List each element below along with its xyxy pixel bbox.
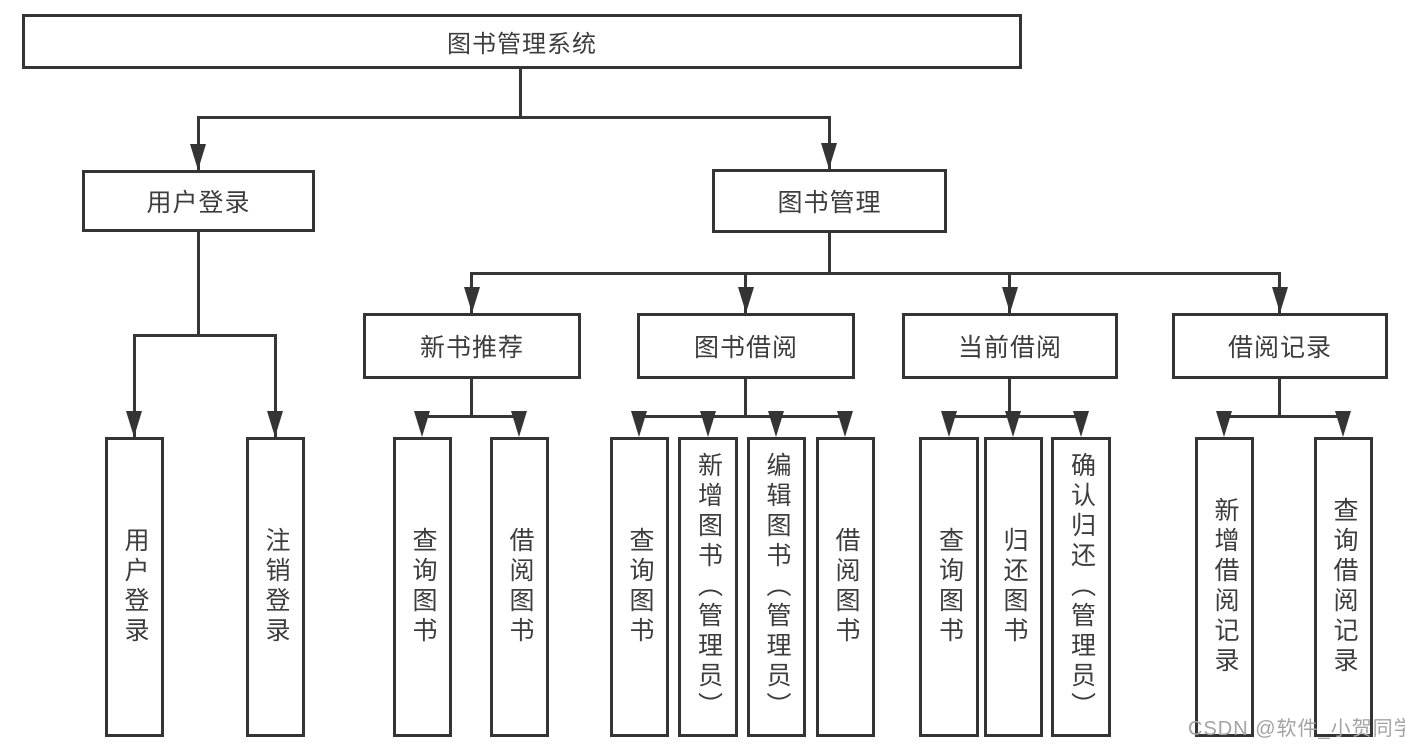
connector-user-login-stem — [197, 231, 200, 336]
node-borrow-records-label: 借阅记录 — [1227, 334, 1332, 362]
arrowhead-borrow-records — [1272, 287, 1288, 313]
connector-book-borrow-bar — [638, 415, 847, 418]
node-leaf-return-book-label: 归还图书 — [1000, 527, 1028, 647]
node-current-borrow-label: 当前借阅 — [957, 334, 1062, 362]
arrowhead-new-book-rec — [464, 287, 480, 313]
node-leaf-user-login-label: 用户登录 — [121, 527, 149, 647]
node-leaf-confirm-return: 确认归还（管理员） — [1051, 437, 1111, 737]
connector-borrow-records-bar — [1223, 415, 1345, 418]
arrowhead-borrow-book-borrow — [837, 411, 853, 437]
node-root: 图书管理系统 — [22, 14, 1022, 69]
node-leaf-add-book-label: 新增图书（管理员） — [694, 452, 723, 722]
node-leaf-logout: 注销登录 — [246, 437, 305, 737]
connector-book-mgmt-stem — [828, 232, 831, 274]
node-leaf-borrow-book-rec-label: 借阅图书 — [506, 527, 534, 647]
node-leaf-query-borrow-record: 查询借阅记录 — [1314, 437, 1373, 737]
node-user-login-label: 用户登录 — [146, 189, 251, 217]
node-leaf-query-book-current: 查询图书 — [919, 437, 979, 737]
node-new-book-rec-label: 新书推荐 — [419, 334, 524, 362]
node-new-book-rec: 新书推荐 — [363, 313, 581, 379]
node-leaf-return-book: 归还图书 — [984, 437, 1043, 737]
node-leaf-add-borrow-record-label: 新增借阅记录 — [1211, 497, 1239, 677]
node-book-mgmt-label: 图书管理 — [777, 189, 882, 217]
node-leaf-borrow-book-borrow-label: 借阅图书 — [832, 527, 860, 647]
arrowhead-query-book-current — [941, 411, 957, 437]
node-leaf-query-borrow-record-label: 查询借阅记录 — [1330, 497, 1358, 677]
connector-new-book-rec-stem — [470, 378, 473, 417]
arrowhead-query-book-rec — [414, 411, 430, 437]
node-leaf-query-book-rec: 查询图书 — [393, 437, 452, 737]
arrowhead-query-borrow-record — [1335, 411, 1351, 437]
arrowhead-edit-book — [768, 411, 784, 437]
node-leaf-borrow-book-rec: 借阅图书 — [490, 437, 549, 737]
connector-borrow-records-stem — [1278, 377, 1281, 417]
node-borrow-records: 借阅记录 — [1172, 313, 1388, 379]
node-leaf-edit-book: 编辑图书（管理员） — [747, 437, 806, 737]
node-current-borrow: 当前借阅 — [902, 313, 1118, 379]
connector-book-borrow-stem — [744, 378, 747, 417]
connector-drop-leaf-user-login — [133, 334, 136, 437]
connector-drop-book-mgmt — [828, 116, 831, 169]
node-leaf-query-book-borrow: 查询图书 — [610, 437, 669, 737]
arrowhead-borrow-book-rec — [511, 411, 527, 437]
node-book-mgmt: 图书管理 — [712, 169, 947, 233]
arrowhead-leaf-user-login — [126, 411, 142, 437]
connector-drop-user-login — [197, 116, 200, 170]
connector-new-book-rec-bar — [421, 415, 521, 418]
node-leaf-borrow-book-borrow: 借阅图书 — [816, 437, 875, 737]
connector-root-stem — [519, 68, 522, 118]
node-leaf-add-book: 新增图书（管理员） — [678, 437, 738, 737]
connector-user-login-bar — [133, 334, 277, 337]
connector-current-borrow-stem — [1008, 377, 1011, 417]
arrowhead-confirm-return — [1073, 411, 1089, 437]
node-root-label: 图书管理系统 — [447, 31, 597, 58]
connector-level3-bar — [470, 272, 1281, 275]
arrowhead-book-borrow — [738, 287, 754, 313]
node-leaf-confirm-return-label: 确认归还（管理员） — [1067, 452, 1096, 722]
node-book-borrow-label: 图书借阅 — [693, 334, 798, 362]
arrowhead-add-borrow-record — [1216, 411, 1232, 437]
arrowhead-leaf-logout — [267, 411, 283, 437]
node-leaf-logout-label: 注销登录 — [262, 527, 290, 647]
node-leaf-query-book-borrow-label: 查询图书 — [626, 527, 654, 647]
connector-drop-leaf-logout — [274, 334, 277, 437]
connector-level2-bar — [197, 116, 831, 119]
node-leaf-query-book-current-label: 查询图书 — [935, 527, 964, 647]
arrowhead-current-borrow — [1002, 287, 1018, 313]
node-leaf-add-borrow-record: 新增借阅记录 — [1195, 437, 1254, 737]
watermark: CSDN @软件_小贺同学 — [1188, 718, 1405, 740]
node-leaf-user-login: 用户登录 — [105, 437, 164, 737]
node-book-borrow: 图书借阅 — [637, 313, 855, 379]
node-leaf-edit-book-label: 编辑图书（管理员） — [763, 452, 791, 722]
arrowhead-user-login — [190, 144, 206, 170]
node-user-login: 用户登录 — [82, 170, 315, 232]
node-leaf-query-book-rec-label: 查询图书 — [409, 527, 437, 647]
arrowhead-book-mgmt — [821, 143, 837, 169]
arrowhead-query-book-borrow — [631, 411, 647, 437]
arrowhead-return-book — [1005, 411, 1021, 437]
arrowhead-add-book — [700, 411, 716, 437]
